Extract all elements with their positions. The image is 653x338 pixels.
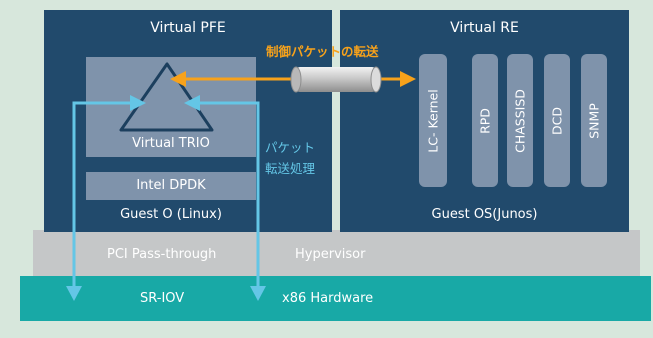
- trio-triangle: [119, 62, 214, 132]
- intel-dpdk-box: Intel DPDK: [86, 172, 256, 200]
- chassisd-module: CHASSISD: [507, 54, 533, 187]
- virtual-pfe-title: Virtual PFE: [150, 20, 226, 36]
- tunnel-pipe: [290, 66, 382, 93]
- intel-dpdk-label: Intel DPDK: [136, 178, 206, 193]
- packet-forwarding-arrows: [66, 95, 266, 301]
- sriov-label: SR-IOV: [140, 291, 185, 306]
- packet-forwarding-label-line1: パケット: [265, 140, 316, 155]
- pci-passthrough-label: PCI Pass-through: [107, 247, 217, 262]
- dcd-module: DCD: [544, 54, 570, 187]
- hypervisor-label: Hypervisor: [295, 247, 366, 262]
- guest-junos-label: Guest OS(Junos): [431, 207, 538, 222]
- virtual-trio-label: Virtual TRIO: [132, 136, 210, 151]
- virtual-re-title: Virtual RE: [450, 20, 519, 36]
- rpd-module: RPD: [472, 54, 498, 187]
- packet-forwarding-label-line2: 転送処理: [265, 161, 316, 176]
- hypervisor-bar: PCI Pass-through Hypervisor: [33, 230, 640, 278]
- lc-kernel-module: LC- Kernel: [419, 54, 447, 187]
- snmp-module: SNMP: [581, 54, 607, 187]
- x86-hardware-label: x86 Hardware: [282, 291, 374, 306]
- control-packet-label: 制御パケットの転送: [266, 44, 379, 59]
- guest-linux-label: Guest O (Linux): [120, 207, 222, 222]
- virtual-re-panel: Virtual RE LC- Kernel RPD CHASSISD DCD S…: [340, 10, 629, 232]
- virtual-pfe-panel: Virtual PFE Virtual TRIO Intel DPDK Gues…: [44, 10, 332, 232]
- hardware-bar: SR-IOV x86 Hardware: [20, 276, 651, 321]
